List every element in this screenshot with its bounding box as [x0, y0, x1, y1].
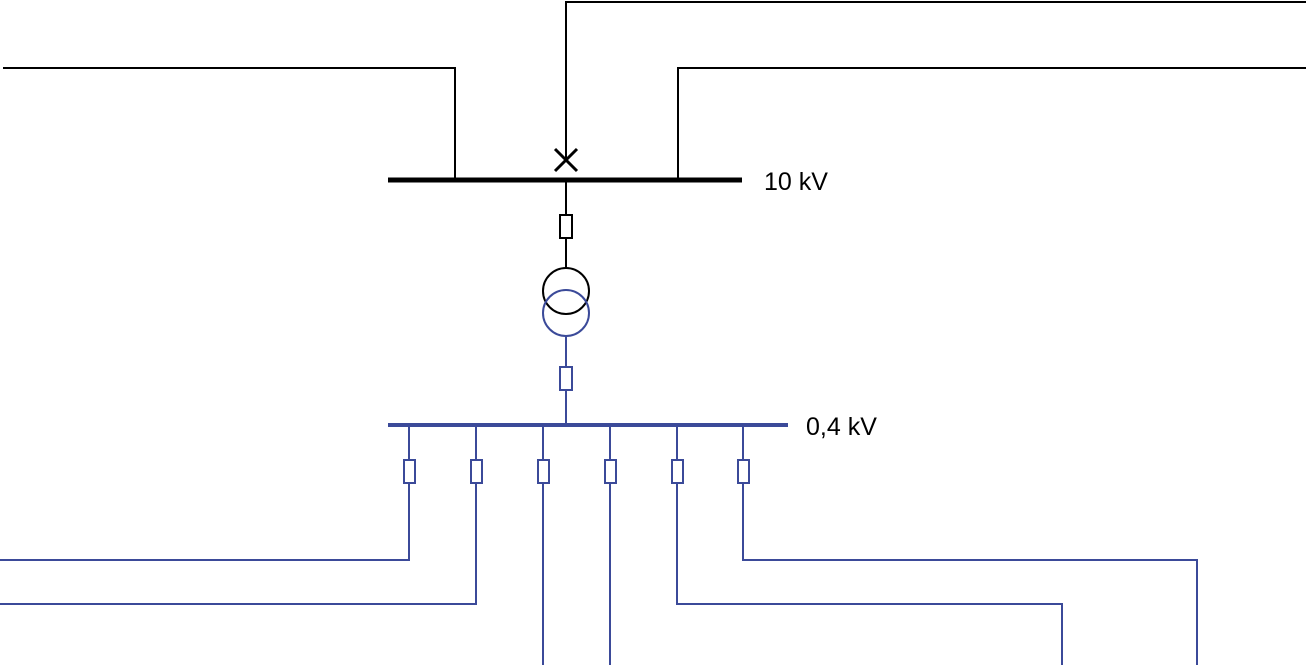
lv-feeder-4 — [604, 425, 617, 665]
hv-incoming-line-top — [565, 1, 1306, 160]
lv-side — [0, 289, 1198, 665]
hv-incoming-line-right — [677, 67, 1306, 180]
circuit-breaker-icon — [553, 147, 579, 173]
feeder-fuse-icon — [737, 459, 750, 484]
hv-bus-voltage-label: 10 kV — [764, 168, 828, 196]
feeder-fuse-icon — [671, 459, 684, 484]
hv-fuse-icon — [559, 214, 573, 239]
feeder-fuse-icon — [470, 459, 483, 484]
feeder-fuse-icon — [604, 459, 617, 484]
lv-feeder-6 — [737, 425, 1198, 665]
lv-feeder-1 — [0, 425, 416, 561]
lv-feeder-2 — [0, 425, 483, 605]
lv-main-fuse-icon — [559, 366, 573, 391]
lv-feeder-3 — [537, 425, 550, 665]
hv-incoming-line-left — [3, 67, 456, 180]
lv-bus-voltage-label: 0,4 kV — [806, 413, 877, 441]
feeder-fuse-icon — [403, 459, 416, 484]
lv-feeder-5 — [671, 425, 1063, 665]
feeder-fuse-icon — [537, 459, 550, 484]
transformer-primary-winding-icon — [542, 267, 590, 315]
hv-side — [3, 1, 1306, 315]
